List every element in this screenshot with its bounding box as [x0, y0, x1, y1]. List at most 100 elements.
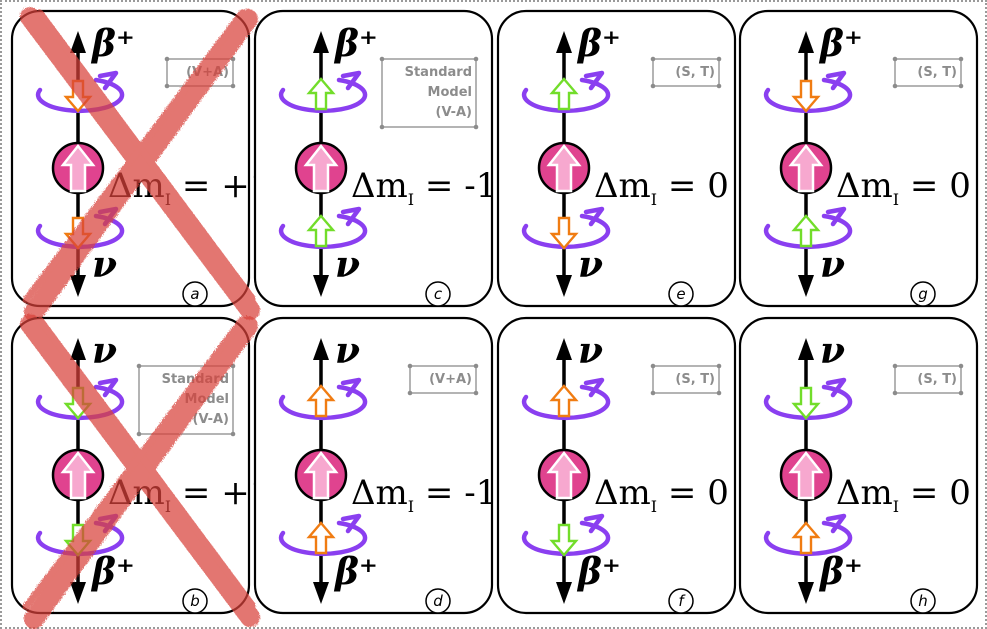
arrow-down-icon	[70, 582, 86, 604]
panel-h: ν β⁺ ΔmI = 0 (S, T) h	[738, 316, 979, 615]
bottom-spin-arrow-icon	[791, 521, 821, 555]
note-line: (V-A)	[193, 412, 229, 427]
top-spin-arrow-icon	[791, 79, 821, 113]
spin-circular-arrow-icon	[278, 70, 368, 114]
bottom-particle-label: β⁺	[90, 551, 135, 593]
panel-border	[253, 9, 494, 308]
top-particle-label: ν	[578, 330, 603, 372]
bottom-spin-arrow-icon	[306, 214, 336, 248]
top-spin-arrow-icon	[306, 384, 336, 418]
nuclear-spin-up-icon	[537, 141, 591, 195]
nuclear-spin-up-icon	[51, 141, 105, 195]
note-line: (S, T)	[675, 372, 715, 387]
red-x-cross-icon	[20, 314, 260, 629]
panel-letter: b	[190, 592, 200, 610]
top-particle-label: β⁺	[818, 23, 863, 65]
delta-m-label: ΔmI = 0	[594, 473, 729, 516]
bottom-spin-arrow-icon	[549, 216, 579, 250]
bottom-particle-label: β⁺	[576, 551, 621, 593]
nuclear-spin-up-icon	[51, 448, 105, 502]
delta-m-label: ΔmI = -1	[351, 166, 497, 209]
panel-letter-badge	[910, 281, 936, 307]
panel-letter: c	[434, 285, 443, 303]
bottom-particle-label: ν	[578, 244, 603, 286]
bottom-spin-arrow-icon	[306, 521, 336, 555]
arrow-up-icon	[556, 338, 572, 360]
top-particle-label: β⁺	[333, 23, 378, 65]
top-spin-arrow-icon	[549, 384, 579, 418]
bottom-particle-label: ν	[335, 244, 360, 286]
bottom-particle-label: ν	[820, 244, 845, 286]
spin-circular-arrow-icon	[521, 206, 611, 250]
spin-circular-arrow-icon	[278, 377, 368, 421]
top-spin-arrow-icon	[306, 77, 336, 111]
panel-letter-badge	[425, 281, 451, 307]
nuclear-spin-up-icon	[779, 448, 833, 502]
panel-border	[738, 9, 979, 308]
nuclear-spin-up-icon	[779, 141, 833, 195]
spin-circular-arrow-icon	[521, 513, 611, 557]
spin-circular-arrow-icon	[521, 70, 611, 114]
panel-letter-badge	[668, 588, 694, 614]
panel-letter-badge	[668, 281, 694, 307]
arrow-up-icon	[313, 338, 329, 360]
nuclear-spin-up-icon	[294, 141, 348, 195]
arrow-up-icon	[313, 31, 329, 53]
top-spin-arrow-icon	[791, 386, 821, 420]
panel-letter: e	[676, 285, 685, 303]
bottom-particle-label: β⁺	[818, 551, 863, 593]
delta-m-label: ΔmI = -1	[351, 473, 497, 516]
panel-border	[496, 9, 737, 308]
arrow-up-icon	[798, 31, 814, 53]
delta-m-label: ΔmI = 0	[594, 166, 729, 209]
panel-border	[738, 316, 979, 615]
spin-circular-arrow-icon	[763, 70, 853, 114]
top-particle-label: ν	[820, 330, 845, 372]
top-particle-label: ν	[335, 330, 360, 372]
panel-letter-badge	[182, 281, 208, 307]
panel-d: ν β⁺ ΔmI = -1 (V+A) d	[253, 316, 497, 615]
red-x-cross-icon	[20, 7, 260, 322]
top-particle-label: ν	[92, 330, 117, 372]
panel-letter-badge	[182, 588, 208, 614]
arrow-down-icon	[313, 275, 329, 297]
interaction-type-note: (S, T)	[650, 363, 722, 396]
arrow-up-icon	[70, 31, 86, 53]
arrow-down-icon	[798, 275, 814, 297]
note-line: (V-A)	[436, 105, 472, 120]
arrow-down-icon	[313, 582, 329, 604]
delta-m-label: ΔmI = 0	[836, 166, 971, 209]
arrow-down-icon	[556, 582, 572, 604]
delta-m-label: ΔmI = 0	[836, 473, 971, 516]
interaction-type-note: (V+A)	[407, 363, 479, 396]
arrow-down-icon	[70, 275, 86, 297]
interaction-type-note: (S, T)	[892, 363, 964, 396]
panel-letter: f	[678, 592, 686, 610]
note-line: (S, T)	[675, 65, 715, 80]
arrow-up-icon	[798, 338, 814, 360]
spin-circular-arrow-icon	[278, 513, 368, 557]
spin-circular-arrow-icon	[763, 377, 853, 421]
note-line: (V+A)	[429, 372, 472, 387]
spin-circular-arrow-icon	[763, 513, 853, 557]
top-spin-arrow-icon	[549, 77, 579, 111]
spin-circular-arrow-icon	[521, 377, 611, 421]
nuclear-spin-up-icon	[294, 448, 348, 502]
bottom-spin-arrow-icon	[549, 523, 579, 557]
panel-letter: h	[918, 592, 928, 610]
bottom-particle-label: β⁺	[333, 551, 378, 593]
arrow-down-icon	[798, 582, 814, 604]
arrow-up-icon	[556, 31, 572, 53]
nuclear-spin-up-icon	[537, 448, 591, 502]
panel-letter-badge	[425, 588, 451, 614]
panel-border	[496, 316, 737, 615]
spin-circular-arrow-icon	[278, 206, 368, 250]
panel-letter: d	[433, 592, 443, 610]
